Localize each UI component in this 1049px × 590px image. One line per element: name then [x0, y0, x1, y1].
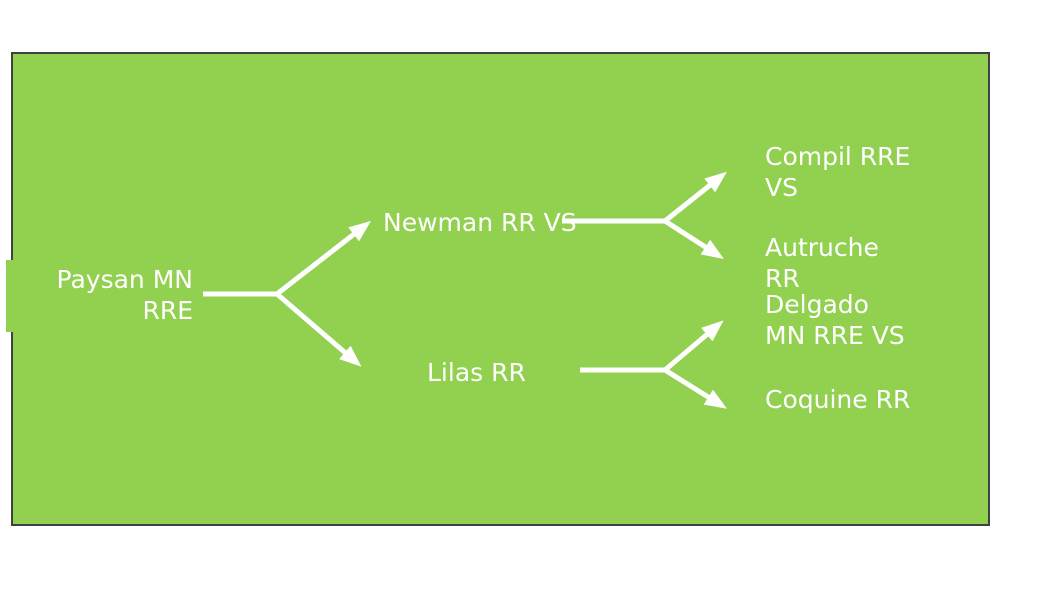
slide-shape[interactable]: [11, 52, 990, 526]
node-compil[interactable]: Compil RRE VS: [765, 142, 911, 202]
node-paysan[interactable]: Paysan MN RRE: [56, 265, 193, 325]
node-newman[interactable]: Newman RR VS: [383, 208, 577, 237]
left-edge-shape-fragment: [6, 260, 14, 332]
node-lilas[interactable]: Lilas RR: [427, 358, 526, 387]
node-autruche[interactable]: Autruche RR: [765, 233, 879, 293]
node-delgado[interactable]: Delgado MN RRE VS: [765, 290, 905, 350]
node-coquine[interactable]: Coquine RR: [765, 385, 911, 414]
